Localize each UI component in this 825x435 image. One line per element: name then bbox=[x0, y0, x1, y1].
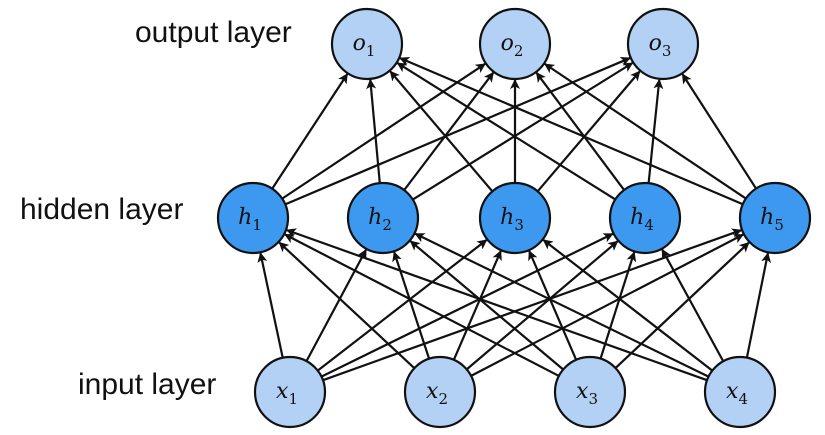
edge-hidden3-to-output1 bbox=[389, 70, 494, 193]
input-layer-label: input layer bbox=[78, 368, 217, 401]
node-symbol: o bbox=[353, 31, 366, 56]
node-subscript: 1 bbox=[288, 390, 298, 408]
edge-hidden4-to-output2 bbox=[535, 72, 625, 191]
output-node-1: o1 bbox=[330, 7, 404, 81]
input-node-4: x4 bbox=[703, 355, 777, 429]
node-symbol: x bbox=[576, 379, 589, 404]
node-symbol: x bbox=[426, 379, 439, 404]
input-node-label: x3 bbox=[576, 379, 598, 408]
hidden-node-label: h5 bbox=[760, 205, 784, 234]
hidden-node-label: h2 bbox=[368, 205, 392, 234]
hidden-node-circle bbox=[346, 181, 420, 255]
node-symbol: h bbox=[630, 205, 644, 230]
edge-input1-to-hidden1 bbox=[257, 252, 284, 358]
input-node-label: x1 bbox=[276, 379, 298, 408]
edge-input4-to-hidden1 bbox=[285, 228, 708, 382]
edge-input3-to-hidden4 bbox=[599, 251, 637, 359]
hidden-node-circle bbox=[608, 181, 682, 255]
node-subscript: 1 bbox=[252, 216, 262, 234]
input-node-3: x3 bbox=[553, 355, 627, 429]
edge-input3-to-hidden2 bbox=[409, 240, 564, 371]
input-node-label: x4 bbox=[726, 379, 748, 408]
edge-input4-to-hidden5 bbox=[745, 252, 772, 358]
edge-input2-to-hidden4 bbox=[465, 240, 619, 371]
output-node-circle bbox=[478, 7, 552, 81]
node-symbol: h bbox=[238, 205, 252, 230]
edge-input4-to-hidden4 bbox=[661, 248, 725, 362]
hidden-node-5: h5 bbox=[738, 181, 812, 255]
edge-input3-to-hidden5 bbox=[614, 241, 750, 369]
edge-input2-to-hidden3 bbox=[452, 250, 502, 361]
edge-hidden5-to-output2 bbox=[544, 63, 747, 200]
hidden-layer-label: hidden layer bbox=[20, 193, 184, 226]
node-symbol: x bbox=[276, 379, 289, 404]
node-symbol: h bbox=[760, 205, 774, 230]
node-subscript: 2 bbox=[514, 42, 524, 60]
edge-hidden4-to-output1 bbox=[396, 62, 616, 201]
edge-hidden2-to-output1 bbox=[366, 78, 381, 184]
node-subscript: 3 bbox=[588, 390, 598, 408]
hidden-node-3: h3 bbox=[478, 181, 552, 255]
hidden-node-1: h1 bbox=[216, 181, 290, 255]
output-node-3: o3 bbox=[626, 7, 700, 81]
output-node-label: o1 bbox=[353, 31, 376, 60]
edge-hidden1-to-output1 bbox=[271, 73, 349, 190]
node-subscript: 3 bbox=[514, 216, 524, 234]
node-symbol: o bbox=[501, 31, 514, 56]
input-node-1: x1 bbox=[253, 355, 327, 429]
node-symbol: h bbox=[500, 205, 514, 230]
node-subscript: 4 bbox=[644, 216, 654, 234]
node-subscript: 5 bbox=[774, 216, 784, 234]
node-subscript: 4 bbox=[738, 390, 748, 408]
edge-hidden1-to-output3 bbox=[284, 56, 631, 206]
edge-hidden5-to-output3 bbox=[681, 73, 757, 190]
edge-hidden1-to-output2 bbox=[281, 63, 486, 200]
edge-input1-to-hidden2 bbox=[305, 248, 368, 362]
output-node-circle bbox=[626, 7, 700, 81]
edge-input2-to-hidden5 bbox=[470, 233, 744, 377]
input-node-label: x2 bbox=[426, 379, 448, 408]
node-subscript: 3 bbox=[662, 42, 672, 60]
output-layer-label: output layer bbox=[135, 16, 292, 49]
edge-input3-to-hidden3 bbox=[528, 250, 578, 361]
output-node-2: o2 bbox=[478, 7, 552, 81]
hidden-node-circle bbox=[738, 181, 812, 255]
edge-input4-to-hidden2 bbox=[414, 232, 710, 378]
edge-hidden2-to-output2 bbox=[403, 71, 495, 191]
node-symbol: o bbox=[649, 31, 662, 56]
edge-input1-to-hidden3 bbox=[317, 239, 488, 372]
output-node-label: o3 bbox=[649, 31, 672, 60]
hidden-node-label: h4 bbox=[630, 205, 654, 234]
hidden-node-label: h1 bbox=[238, 205, 262, 234]
hidden-node-4: h4 bbox=[608, 181, 682, 255]
input-node-circle bbox=[253, 355, 327, 429]
edge-hidden5-to-output1 bbox=[399, 57, 744, 206]
node-subscript: 2 bbox=[438, 390, 448, 408]
hidden-node-label: h3 bbox=[500, 205, 524, 234]
node-symbol: x bbox=[726, 379, 739, 404]
hidden-node-circle bbox=[216, 181, 290, 255]
edge-input3-to-hidden1 bbox=[284, 233, 560, 377]
input-node-2: x2 bbox=[403, 355, 477, 429]
edge-input1-to-hidden4 bbox=[320, 232, 614, 378]
hidden-node-2: h2 bbox=[346, 181, 420, 255]
input-node-circle bbox=[403, 355, 477, 429]
node-symbol: h bbox=[368, 205, 382, 230]
edges-group bbox=[257, 56, 772, 382]
edge-input4-to-hidden3 bbox=[542, 239, 713, 372]
output-node-label: o2 bbox=[501, 31, 524, 60]
input-node-circle bbox=[703, 355, 777, 429]
input-node-circle bbox=[553, 355, 627, 429]
edge-input2-to-hidden1 bbox=[278, 241, 416, 369]
node-subscript: 1 bbox=[366, 42, 376, 60]
edge-input1-to-hidden5 bbox=[322, 228, 743, 382]
output-node-circle bbox=[330, 7, 404, 81]
hidden-node-circle bbox=[478, 181, 552, 255]
edge-hidden3-to-output3 bbox=[536, 70, 641, 193]
node-subscript: 2 bbox=[382, 216, 392, 234]
edge-hidden2-to-output3 bbox=[412, 62, 634, 201]
